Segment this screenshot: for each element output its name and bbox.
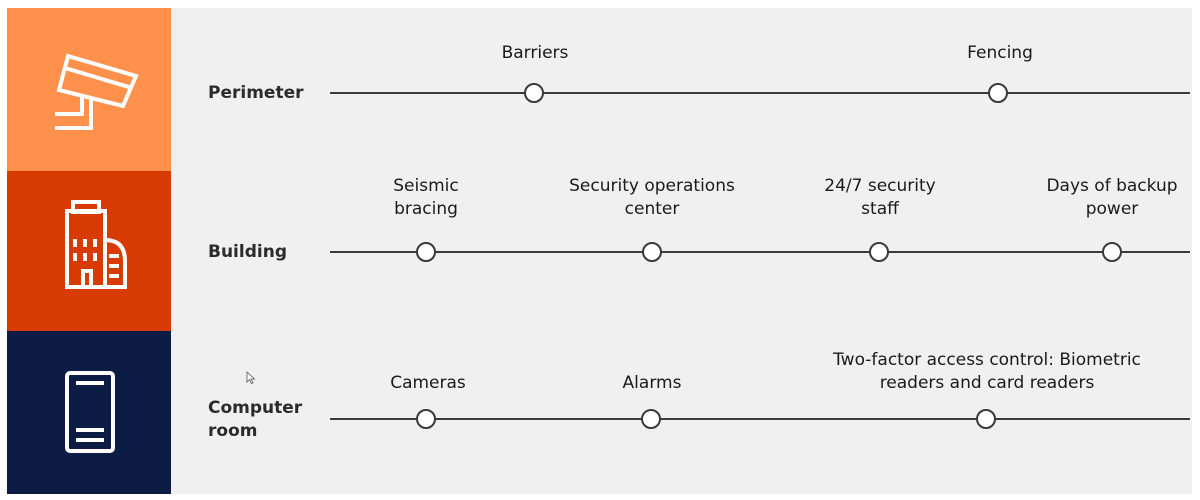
item-two-factor-access: Two-factor access control: Biometric rea…: [833, 350, 1141, 393]
row-label-computer-room: Computer room: [208, 398, 303, 441]
marker-security-staff: [869, 242, 889, 262]
computer-room-panel: [7, 331, 171, 494]
perimeter-line: [330, 92, 1190, 94]
perimeter-panel: [7, 8, 171, 171]
marker-backup-power: [1102, 242, 1122, 262]
marker-security-operations-center: [642, 242, 662, 262]
row-label-perimeter: Perimeter: [208, 83, 304, 103]
building-line: [330, 251, 1190, 253]
item-alarms: Alarms: [622, 373, 682, 393]
item-fencing: Fencing: [967, 43, 1033, 63]
item-seismic-bracing: Seismic bracing: [393, 176, 459, 219]
computer-room-line: [330, 418, 1190, 420]
marker-barriers: [524, 83, 544, 103]
marker-fencing: [988, 83, 1008, 103]
building-icon: [65, 200, 127, 289]
mouse-cursor-icon: [246, 371, 256, 385]
security-camera-icon: [55, 53, 139, 130]
item-security-operations-center: Security operations center: [569, 176, 735, 219]
marker-cameras: [416, 409, 436, 429]
row-label-building: Building: [208, 242, 287, 262]
server-icon: [65, 371, 115, 453]
building-panel: [7, 171, 171, 331]
item-security-staff: 24/7 security staff: [824, 176, 936, 219]
item-barriers: Barriers: [501, 43, 569, 63]
item-cameras: Cameras: [390, 373, 466, 393]
marker-seismic-bracing: [416, 242, 436, 262]
marker-alarms: [641, 409, 661, 429]
marker-two-factor-access: [976, 409, 996, 429]
item-backup-power: Days of backup power: [1046, 176, 1178, 219]
